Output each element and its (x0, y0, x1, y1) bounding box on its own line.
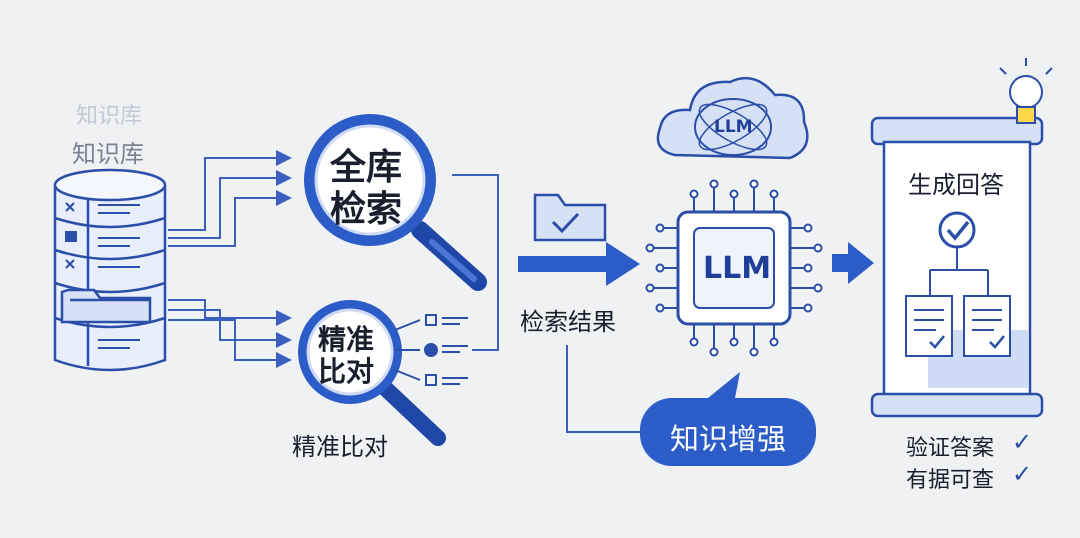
feedback-line (566, 345, 640, 433)
answer-title: 生成回答 (908, 171, 1004, 199)
chip-pin-end (749, 347, 759, 357)
chip-llm-label: LLM (703, 251, 772, 286)
chip-icon (645, 179, 823, 357)
folder-icon (60, 288, 152, 324)
chip-pin-end (709, 179, 719, 189)
chip-pin-end (813, 243, 823, 253)
chip-pin-end (709, 347, 719, 357)
knowledge-base-faded-label: 知识库 (76, 104, 143, 129)
chip-pin-end (813, 283, 823, 293)
knowledge-enhance-bubble (640, 372, 816, 466)
chip-pin-end (655, 223, 665, 233)
chip-pin-end (729, 337, 739, 347)
cloud-llm-label: LLM (714, 117, 753, 137)
verify-answer-label: 验证答案 (906, 436, 995, 461)
magnifier-precise-compare-icon (298, 300, 446, 446)
cloud-icon (656, 76, 809, 160)
database-icon (53, 168, 167, 372)
checklist-icon (394, 314, 468, 386)
branch-arrows (168, 150, 292, 368)
chip-pin-end (645, 283, 655, 293)
traceable-label: 有据可查 (906, 468, 995, 493)
main-arrow-icon (518, 242, 640, 286)
precise-compare-line1: 精准 (318, 323, 375, 356)
chip-pin-end (803, 223, 813, 233)
chip-pin-end (645, 243, 655, 253)
document-tree-icon (905, 248, 1011, 357)
to-answer-arrow-icon (832, 242, 874, 284)
chip-pin-end (803, 303, 813, 313)
chip-pin-end (769, 189, 779, 199)
database-row-marks (65, 202, 140, 349)
chip-pin-end (689, 337, 699, 347)
precise-compare-line2: 比对 (318, 355, 375, 388)
chip-pin-end (749, 179, 759, 189)
chip-pin-end (655, 303, 665, 313)
knowledge-enhance-label: 知识增强 (670, 422, 787, 456)
chip-pin-end (803, 263, 813, 273)
chip-pin-end (729, 189, 739, 199)
lightbulb-icon (999, 58, 1053, 124)
merge-bracket (452, 174, 499, 351)
traceable-check-icon: ✓ (1012, 460, 1033, 488)
results-label: 检索结果 (520, 308, 616, 336)
chip-pin-end (689, 189, 699, 199)
knowledge-base-label: 知识库 (72, 140, 144, 168)
chip-pin-end (655, 263, 665, 273)
check-badge-icon (938, 211, 976, 249)
verify-check-icon: ✓ (1012, 428, 1033, 456)
results-folder-icon (533, 193, 607, 242)
full-search-line2: 检索 (330, 189, 403, 230)
full-search-line1: 全库 (330, 147, 403, 188)
magnifier-full-search-icon (304, 114, 487, 291)
chip-pin-end (769, 337, 779, 347)
precise-compare-caption: 精准比对 (292, 433, 388, 461)
